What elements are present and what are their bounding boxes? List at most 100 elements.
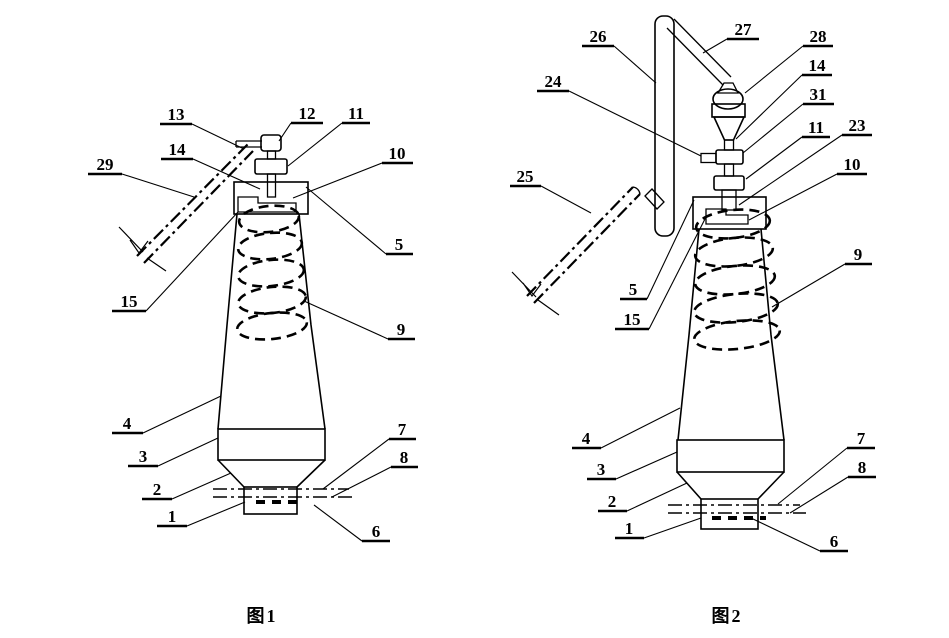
leader-line: [626, 482, 688, 512]
leader-line: [600, 407, 681, 449]
fig1-label-1: 1: [157, 507, 187, 528]
fig1-funnel: [217, 459, 326, 488]
fig2-feed-tube-wall: [526, 186, 634, 297]
fig1-spiral-coil: [235, 204, 309, 341]
coil-turn: [692, 319, 782, 351]
leader-line: [157, 437, 219, 467]
part-number: 1: [168, 507, 177, 526]
leader-line: [789, 476, 849, 514]
fig2-label-6: 6: [820, 532, 848, 553]
fig1-vessel-wall-left: [217, 213, 238, 430]
leader-line: [121, 173, 195, 198]
part-number: 9: [854, 245, 863, 264]
fig2-stem-c: [721, 189, 737, 211]
part-number: 31: [810, 85, 827, 104]
part-number: 6: [830, 532, 839, 551]
fig2-caption: 图2: [712, 606, 743, 626]
leader-line: [331, 466, 392, 498]
fig2-label-27: 27: [727, 20, 759, 41]
fig1-label-2: 2: [142, 480, 172, 501]
coil-turn: [693, 264, 777, 296]
fig2-vessel-band: [676, 439, 785, 473]
fig2-hopper-assembly: [700, 82, 746, 211]
fig2-support-rod: [673, 18, 732, 78]
fig1-label-14: 14: [161, 140, 193, 161]
fig2-bulb-neck: [716, 82, 740, 94]
part-number: 8: [400, 448, 409, 467]
fig2-funnel: [676, 471, 785, 500]
fig2-support-rod: [666, 27, 724, 86]
leader-line: [322, 438, 390, 490]
part-number: 5: [395, 235, 404, 254]
leader-line: [142, 395, 222, 434]
fig2-bulb: [712, 88, 744, 110]
fig2-tube-end-cap: [632, 186, 641, 195]
fig1-inner-plate: [237, 196, 297, 213]
fig2-label-4: 4: [572, 429, 601, 450]
part-number: 6: [372, 522, 381, 541]
fig1-valve-stem-upper: [266, 150, 277, 160]
fig1-feed-tube-wall: [143, 150, 254, 264]
fig1-label-12: 12: [291, 104, 323, 125]
coil-turn: [235, 311, 309, 341]
fig2-side-nozzle: [700, 152, 717, 164]
leader-line: [744, 45, 804, 94]
fig1-vessel-band: [217, 428, 326, 461]
part-number: 7: [398, 420, 407, 439]
fig1-label-11: 11: [342, 104, 370, 125]
fig2-valve-body-upper: [715, 149, 744, 165]
fig1-apparatus: [213, 134, 353, 515]
part-number: 23: [849, 116, 866, 135]
leader-line: [287, 122, 343, 167]
fig1-label-8: 8: [391, 448, 418, 469]
leader-line: [192, 158, 261, 190]
leader-line: [615, 451, 678, 480]
part-number: 9: [397, 320, 406, 339]
leader-line: [568, 90, 702, 157]
part-number: 5: [629, 280, 638, 299]
figure-1: 13 12 11 14 29 10 5 15 9 4 3 2 1 7 8 6 图…: [88, 104, 418, 626]
fig2-part-labels: 26 27 28 14 24 31 11 23 10 25 5 15 9 4 3…: [510, 20, 876, 553]
fig2-tube-break-mark: [511, 271, 560, 316]
fig1-caption: 图1: [247, 606, 278, 626]
fig1-feed-tube-wall: [136, 143, 249, 257]
part-number: 8: [858, 458, 867, 477]
coil-turn: [694, 208, 772, 240]
fig1-valve-body: [254, 158, 288, 175]
fig2-label-31: 31: [803, 85, 834, 106]
fig1-leader-lines: [121, 122, 392, 542]
leader-line: [742, 103, 804, 154]
fig2-label-8: 8: [848, 458, 876, 479]
fig2-label-9: 9: [845, 245, 872, 266]
part-number: 4: [123, 414, 132, 433]
fig2-tube-bracket: [644, 188, 665, 210]
fig2-label-24: 24: [537, 72, 569, 93]
fig2-label-11: 11: [802, 118, 830, 139]
fig1-tube-break-mark: [118, 226, 167, 272]
fig2-label-14: 14: [802, 56, 832, 77]
fig1-valve-knob: [260, 134, 282, 152]
part-number: 4: [582, 429, 591, 448]
fig1-label-29: 29: [88, 155, 122, 176]
leader-line: [777, 447, 848, 505]
leader-line: [313, 504, 363, 542]
part-number: 1: [625, 519, 634, 538]
coil-turn: [236, 231, 304, 261]
fig1-feed-tube: [118, 143, 254, 272]
fig1-label-5: 5: [386, 235, 413, 256]
part-number: 2: [153, 480, 162, 499]
part-number: 27: [735, 20, 753, 39]
fig2-stand-bar: [654, 15, 675, 237]
part-number: 15: [121, 292, 138, 311]
leader-line: [613, 45, 657, 84]
leader-line: [278, 122, 292, 142]
part-number: 11: [348, 104, 364, 123]
fig2-stand: [644, 15, 732, 237]
part-number: 28: [810, 27, 827, 46]
fig2-label-10: 10: [837, 155, 867, 176]
part-number: 25: [517, 167, 534, 186]
leader-line: [738, 134, 843, 206]
fig2-label-25: 25: [510, 167, 541, 188]
